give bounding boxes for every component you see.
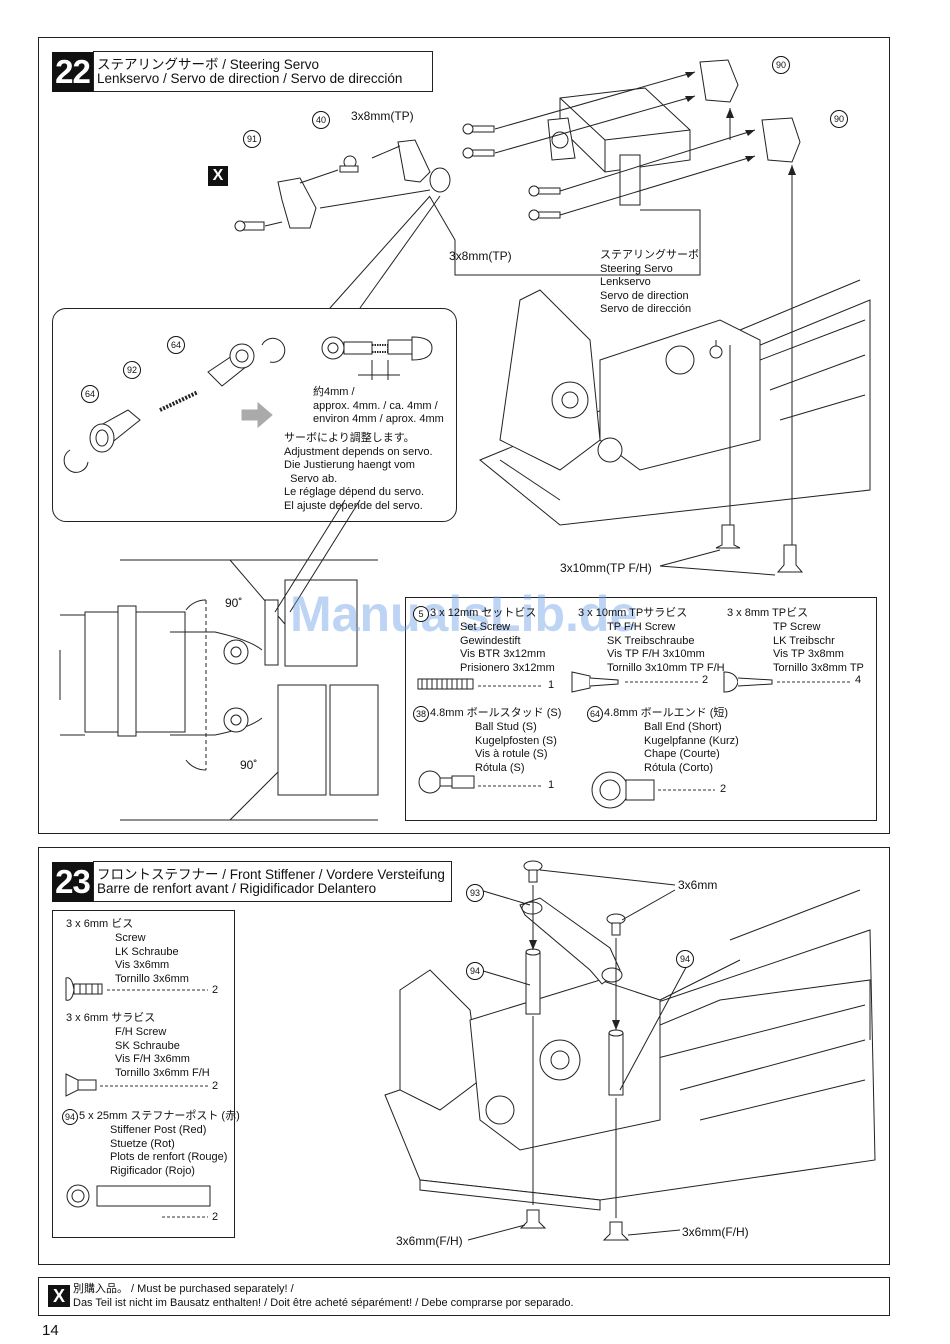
bag-item-5-num: 5 <box>413 606 429 622</box>
part-92: 92 <box>123 361 141 379</box>
adjustment-measure: 約4mm / approx. 4mm. / ca. 4mm / environ … <box>313 386 444 425</box>
bag23-post-head: 5 x 25mm ステフナーポスト (赤) <box>79 1110 240 1122</box>
part-94-left: 94 <box>466 962 484 980</box>
bag-item-ballend-names: Ball End (Short) Kugelpfanne (Kurz) Chap… <box>644 721 739 774</box>
step23-screw-top: 3x6mm <box>678 878 718 892</box>
screw-label-left: 3x8mm(TP) <box>449 249 512 263</box>
part-94-right: 94 <box>676 950 694 968</box>
bag-item-setscrew-names: Set Screw Gewindestift Vis BTR 3x12mm Pr… <box>460 621 555 674</box>
bag-item-tp-head: 3 x 8mm TPビス <box>727 607 809 619</box>
bag-item-ballend-head: 4.8mm ボールエンド (短) <box>604 707 729 719</box>
part-93: 93 <box>466 884 484 902</box>
part-40: 40 <box>312 111 330 129</box>
bag-item-ballstud-head: 4.8mm ボールスタッド (S) <box>430 707 562 719</box>
page-number: 14 <box>42 1322 59 1339</box>
screw-label-bottom: 3x10mm(TP F/H) <box>560 561 652 575</box>
footer-line2: Das Teil ist nicht im Bausatz enthalten!… <box>73 1297 574 1309</box>
step-23-title-line1: フロントステフナー / Front Stiffener / Vordere Ve… <box>97 867 445 882</box>
step-23-parts-bag <box>52 910 235 1238</box>
footer-x-mark-icon: X <box>48 1285 70 1307</box>
bag-item-tpfh-head: 3 x 10mm TPサラビス <box>578 607 688 619</box>
bag-item-tpfh-qty: 2 <box>702 674 709 686</box>
bag23-post-num: 94 <box>62 1109 78 1125</box>
step-22-title-line1: ステアリングサーボ / Steering Servo <box>97 57 320 72</box>
bag23-fhscrew-head: 3 x 6mm サラビス <box>66 1012 156 1024</box>
step23-screw-bottom-right: 3x6mm(F/H) <box>682 1225 749 1239</box>
bag-item-ballstud-qty: 1 <box>548 779 555 791</box>
bag23-screw-qty: 2 <box>212 984 219 996</box>
footer-notice-box <box>38 1277 890 1316</box>
angle-top: 90˚ <box>225 596 243 610</box>
bag23-screw-head: 3 x 6mm ビス <box>66 918 134 930</box>
step-23-title-line2: Barre de renfort avant / Rigidificador D… <box>97 881 377 896</box>
adjustment-note: サーボにより調整します。 Adjustment depends on servo… <box>284 432 433 512</box>
bag-item-ballend-qty: 2 <box>720 783 727 795</box>
bag23-fhscrew-qty: 2 <box>212 1080 219 1092</box>
part-91: 91 <box>243 130 261 148</box>
angle-bottom: 90˚ <box>240 758 258 772</box>
step-22-number: 22 <box>52 52 93 92</box>
part-90-bottom: 90 <box>830 110 848 128</box>
step-23-number: 23 <box>52 862 93 902</box>
bag23-post-names: Stiffener Post (Red) Stuetze (Rot) Plots… <box>110 1124 228 1177</box>
x-mark-icon: X <box>208 166 228 186</box>
step-22-title-box <box>93 51 433 92</box>
step23-screw-bottom-left: 3x6mm(F/H) <box>396 1234 463 1248</box>
bag-item-setscrew-qty: 1 <box>548 679 555 691</box>
part-90-top: 90 <box>772 56 790 74</box>
step-22-title-line2: Lenkservo / Servo de direction / Servo d… <box>97 71 403 86</box>
bag23-screw-names: Screw LK Schraube Vis 3x6mm Tornillo 3x6… <box>115 932 189 985</box>
bag-item-64-num: 64 <box>587 706 603 722</box>
bag-item-setscrew-head: 3 x 12mm セットビス <box>430 607 537 619</box>
bag-item-tpfh-names: TP F/H Screw SK Treibschraube Vis TP F/H… <box>607 621 725 674</box>
bag-item-tp-names: TP Screw LK Treibschr Vis TP 3x8mm Torni… <box>773 621 864 674</box>
bag23-post-qty: 2 <box>212 1211 219 1223</box>
servo-callout: ステアリングサーボ Steering Servo Lenkservo Servo… <box>600 249 699 315</box>
part-64-top: 64 <box>167 336 185 354</box>
bag-item-38-num: 38 <box>413 706 429 722</box>
bag23-fhscrew-names: F/H Screw SK Schraube Vis F/H 3x6mm Torn… <box>115 1026 210 1079</box>
bag-item-tp-qty: 4 <box>855 674 862 686</box>
step-23-title-box <box>93 861 452 902</box>
part-64-bottom: 64 <box>81 385 99 403</box>
screw-label-top: 3x8mm(TP) <box>351 109 414 123</box>
watermark: ManualsLib.de <box>290 586 638 642</box>
footer-line1: 別購入品。 / Must be purchased separately! / <box>73 1283 294 1295</box>
bag-item-ballstud-names: Ball Stud (S) Kugelpfosten (S) Vis à rot… <box>475 721 557 774</box>
